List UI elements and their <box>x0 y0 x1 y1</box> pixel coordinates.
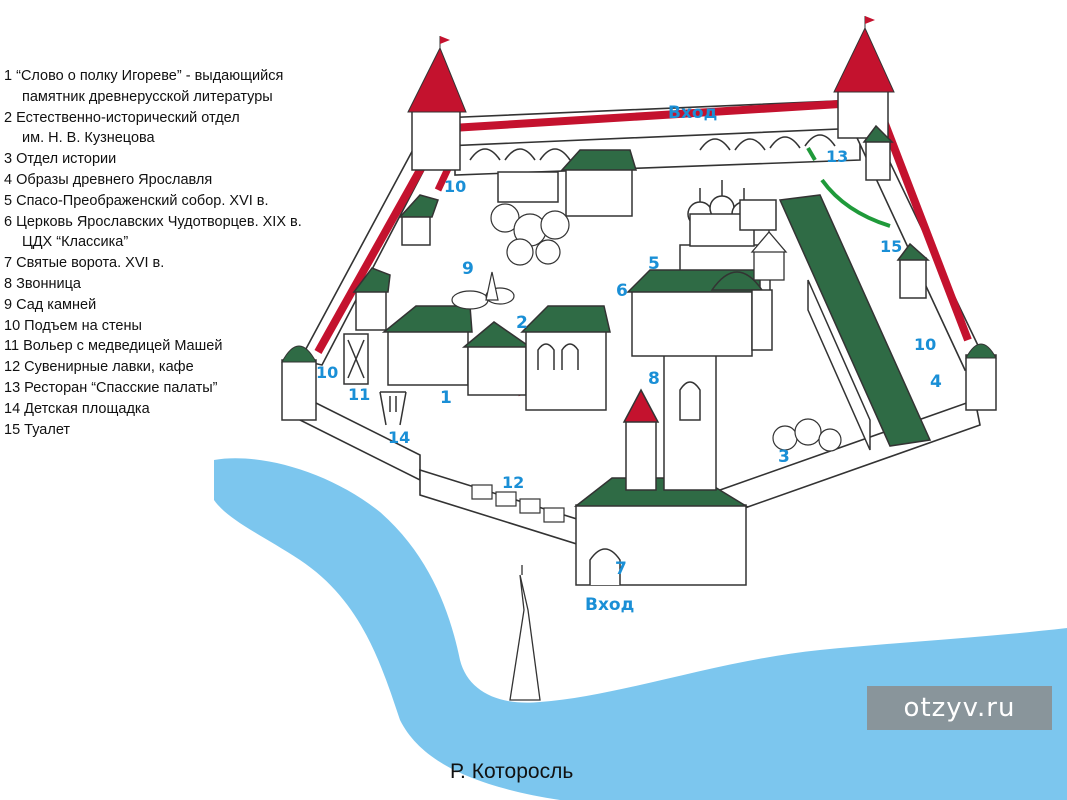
wall-walk-path <box>314 100 972 354</box>
legend-item: 6 Церковь Ярославских Чудотворцев. XIX в… <box>4 212 354 233</box>
legend-text: Туалет <box>24 421 71 438</box>
legend-text: Естественно-исторический отдел <box>16 109 240 126</box>
legend-text: Ресторан “Спасские палаты” <box>24 379 218 396</box>
church-yaroslavl-wonderworkers <box>626 269 773 357</box>
legend-item: 13 Ресторан “Спасские палаты” <box>4 378 354 399</box>
marker-1: 1 <box>440 388 452 408</box>
chapel <box>750 218 788 281</box>
rock-garden <box>451 271 515 310</box>
souvenir-shops <box>471 484 565 523</box>
east-buildings <box>739 124 932 451</box>
legend-number: 11 <box>4 338 20 355</box>
marker-12: 12 <box>502 473 524 492</box>
legend-item: 11 Вольер с медведицей Машей <box>4 336 354 357</box>
bear-enclosure <box>343 333 369 385</box>
marker-14: 14 <box>388 428 410 447</box>
trees <box>490 203 842 452</box>
marker-9: 9 <box>462 259 474 279</box>
entrance-bottom-label: Вход <box>585 595 634 615</box>
legend-item: 3 Отдел истории <box>4 149 354 170</box>
legend-text: Сад камней <box>16 296 97 313</box>
legend-item: 5 Спасо-Преображенский собор. XVI в. <box>4 191 354 212</box>
marker-15: 15 <box>880 237 902 256</box>
marker-10-north: 10 <box>444 177 466 196</box>
marker-2: 2 <box>516 313 528 333</box>
river-label: Р. Которосль <box>450 760 573 783</box>
legend-text: Святые ворота. XVI в. <box>16 255 165 272</box>
legend-text: Вольер с медведицей Машей <box>23 338 223 355</box>
watermark-box <box>867 686 1052 730</box>
legend-number: 13 <box>4 379 21 396</box>
marker-13: 13 <box>826 147 848 166</box>
legend-text: Церковь Ярославских Чудотворцев. XIX в. <box>16 213 302 230</box>
legend-text-continuation: им. Н. В. Кузнецова <box>22 130 155 147</box>
tower-northwest <box>407 36 467 171</box>
legend-text: Звонница <box>16 275 81 292</box>
marker-5: 5 <box>648 254 660 274</box>
tower-southeast <box>965 343 997 411</box>
legend-number: 10 <box>4 317 21 334</box>
holy-gates <box>573 388 749 586</box>
legend-text: “Слово о полку Игореве” - выдающийся <box>16 68 284 84</box>
legend-item: 8 Звонница <box>4 274 354 295</box>
marker-11: 11 <box>348 385 370 404</box>
legend-item: 2 Естественно-исторический отдел <box>4 108 354 129</box>
marker-10-east: 10 <box>914 335 936 354</box>
legend-text: Детская площадка <box>24 400 150 417</box>
museum-building <box>381 305 611 411</box>
legend-number: 4 <box>4 171 13 188</box>
legend-item: 1 “Слово о полку Игореве” - выдающийся <box>4 66 354 87</box>
river <box>214 458 1067 800</box>
legend-number: 9 <box>4 296 13 313</box>
legend-text: Образы древнего Ярославля <box>16 171 213 188</box>
marker-3: 3 <box>778 447 790 467</box>
legend-item: 4 Образы древнего Ярославля <box>4 170 354 191</box>
marker-4: 4 <box>930 372 942 392</box>
legend-number: 7 <box>4 255 13 272</box>
legend-item: 9 Сад камней <box>4 295 354 316</box>
marker-10-west: 10 <box>316 363 338 382</box>
legend-number: 12 <box>4 359 21 376</box>
legend-number: 1 <box>4 68 13 84</box>
monument <box>509 565 541 701</box>
legend-number: 14 <box>4 400 21 417</box>
legend-text: Спасо-Преображенский собор. XVI в. <box>16 192 269 209</box>
marker-6: 6 <box>616 281 628 301</box>
legend-item: 14 Детская площадка <box>4 399 354 420</box>
legend-item: 15 Туалет <box>4 420 354 441</box>
legend-text: Сувенирные лавки, кафе <box>24 359 194 376</box>
legend-number: 15 <box>4 421 21 438</box>
legend-item: 7 Святые ворота. XVI в. <box>4 253 354 274</box>
tower-northeast <box>833 16 895 139</box>
marker-8: 8 <box>648 369 660 389</box>
legend-text: Отдел истории <box>16 151 117 168</box>
legend-item: 10 Подъем на стены <box>4 316 354 337</box>
restaurant-arc <box>806 146 891 228</box>
playground <box>379 391 407 426</box>
marker-7: 7 <box>615 559 627 579</box>
legend-text-continuation: ЦДХ “Классика” <box>22 234 129 251</box>
legend-number: 3 <box>4 151 13 168</box>
entrance-top-label: Вход <box>668 103 717 123</box>
legend-number: 6 <box>4 213 13 230</box>
north-buildings <box>352 149 638 331</box>
legend-number: 2 <box>4 109 13 126</box>
tower-southwest <box>281 345 317 421</box>
legend-text-continuation: памятник древнерусской литературы <box>22 88 273 105</box>
legend-item: 12 Сувенирные лавки, кафе <box>4 357 354 378</box>
legend-number: 8 <box>4 275 13 292</box>
legend-text: Подъем на стены <box>24 317 142 334</box>
watermark-text: otzyv.ru <box>903 693 1016 723</box>
legend-number: 5 <box>4 192 13 209</box>
